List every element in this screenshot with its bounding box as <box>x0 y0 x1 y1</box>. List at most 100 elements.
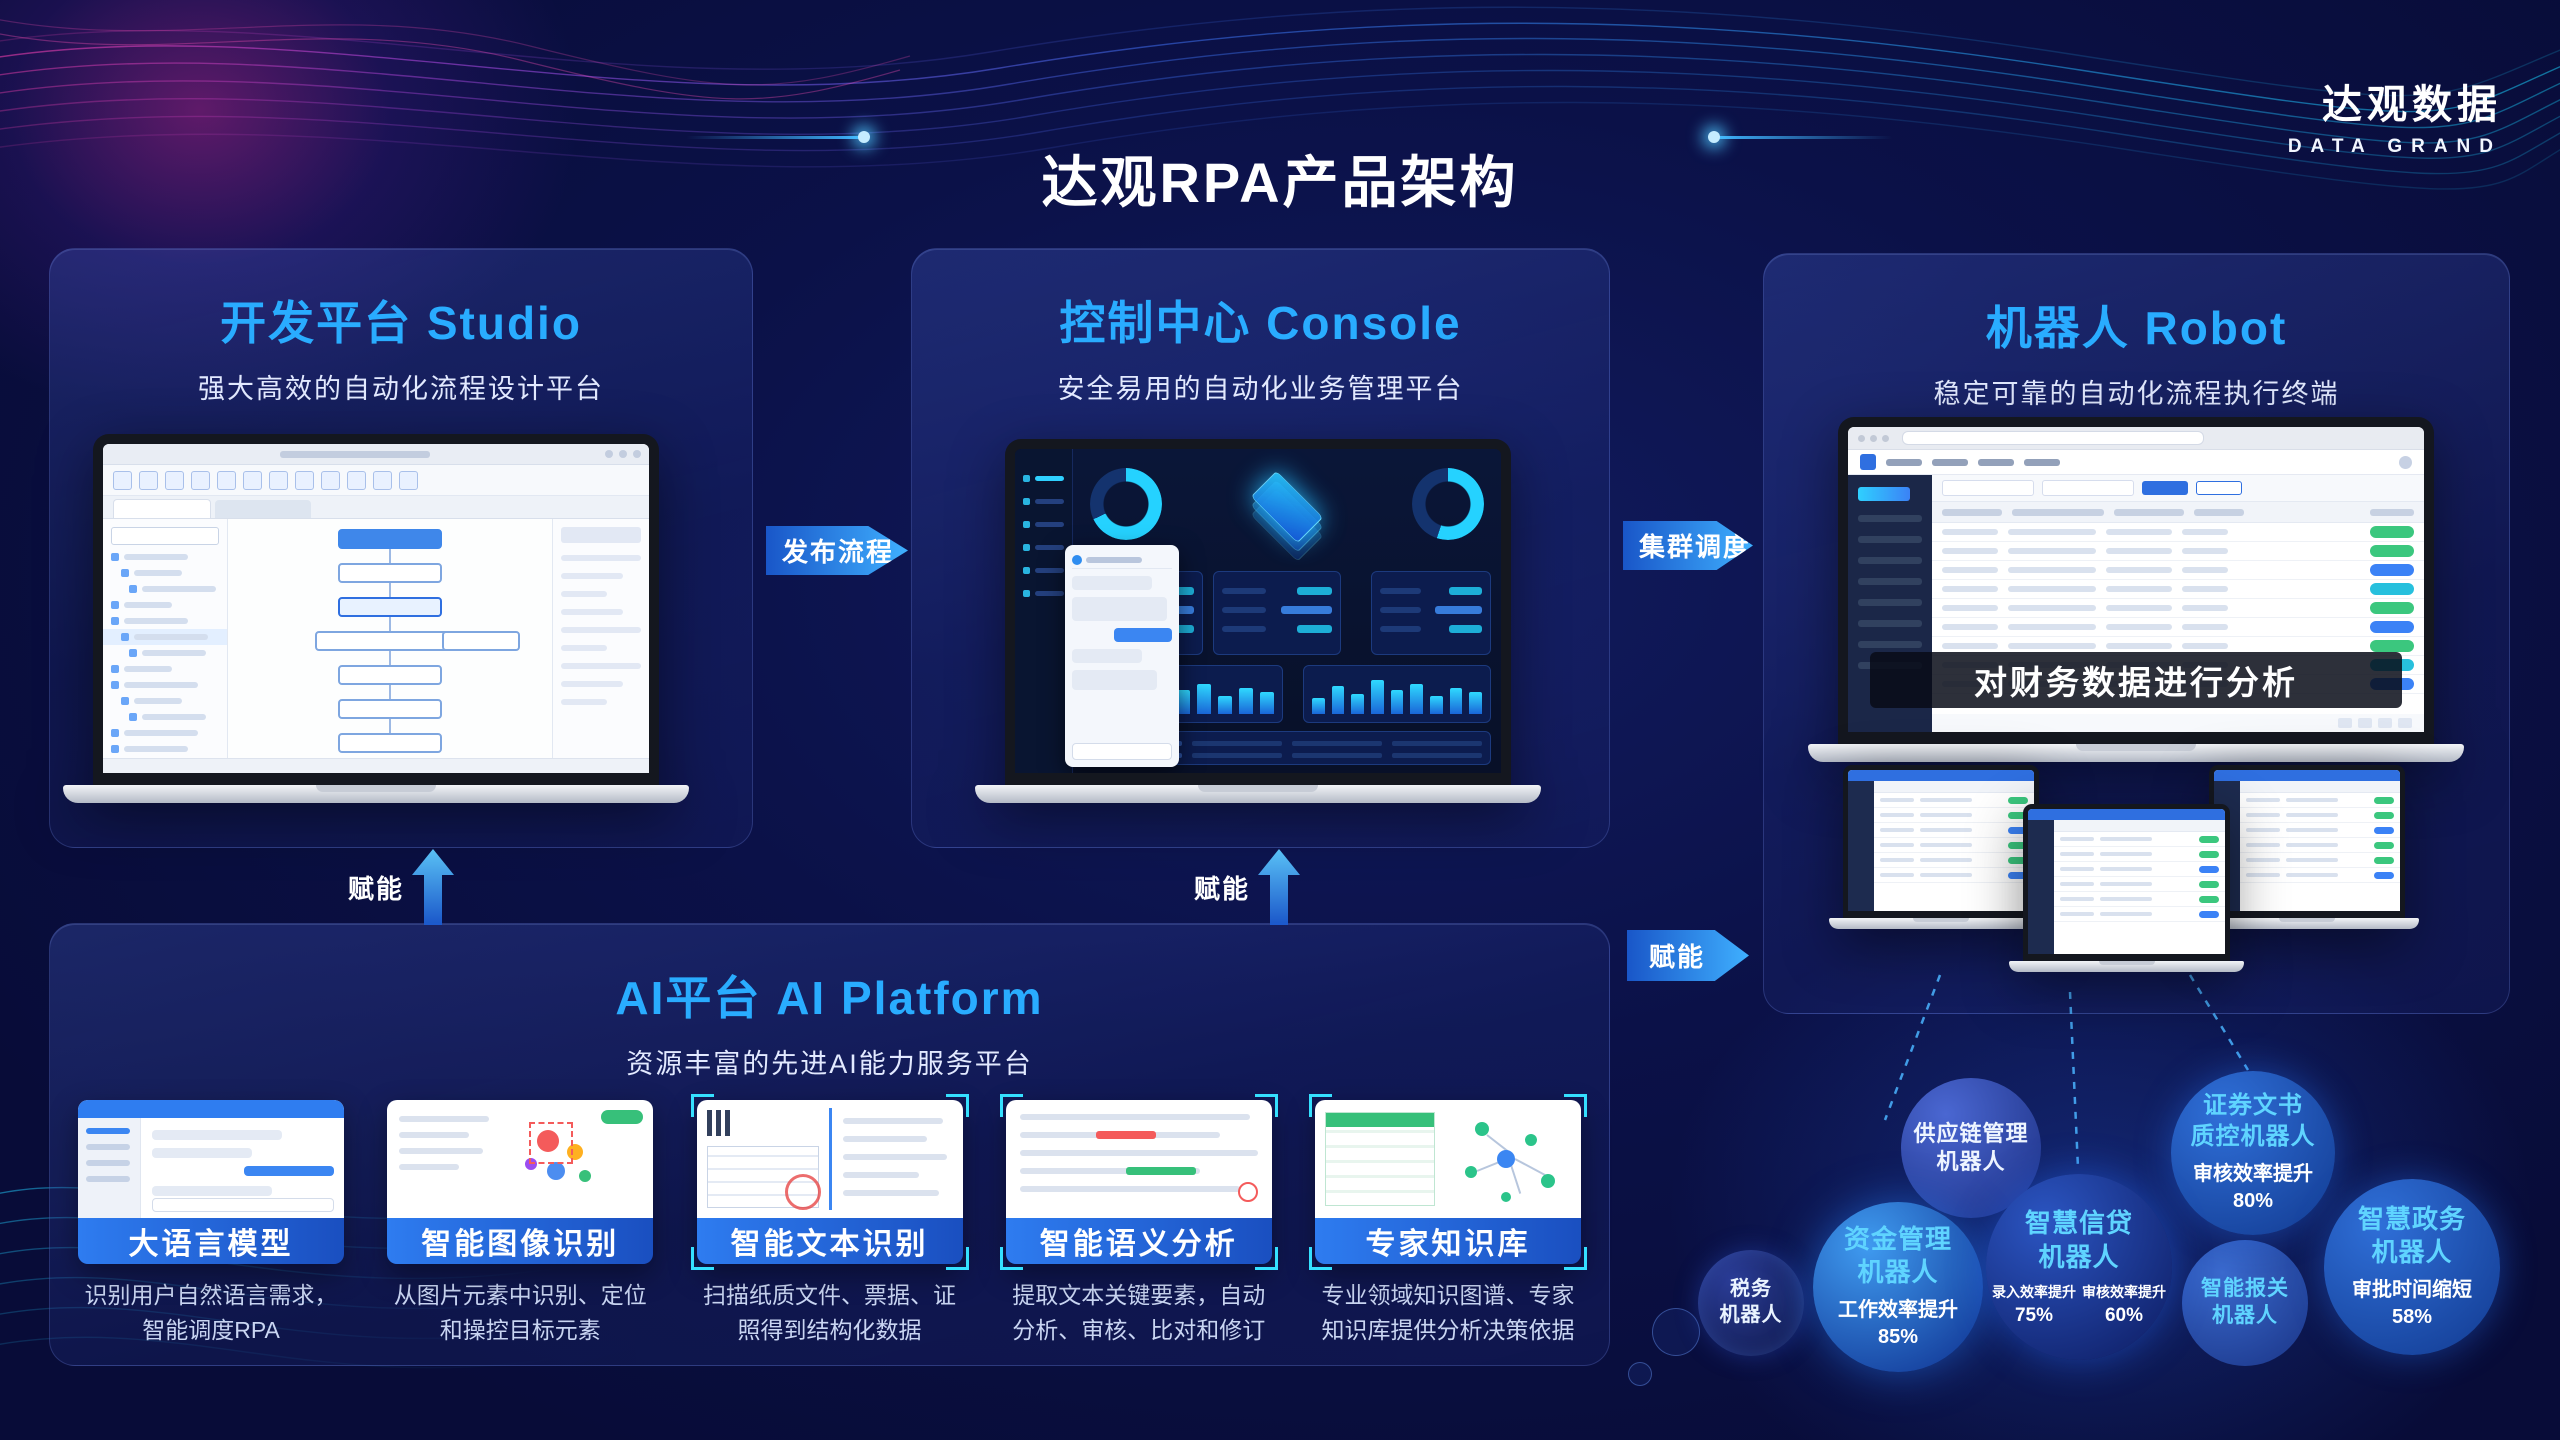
card-desc: 从图片元素中识别、定位和操控目标元素 <box>393 1282 647 1343</box>
decor-c-mrow <box>1023 590 1064 597</box>
decor-m-row <box>1874 823 2034 838</box>
qr-code-icon <box>706 1110 733 1136</box>
robot-laptop-mini-center <box>2009 804 2244 972</box>
scan-corner-icon <box>1564 1094 1587 1117</box>
decor <box>1858 487 1910 501</box>
scan-corner-icon <box>945 1247 969 1270</box>
scan-corner-icon <box>1309 1247 1332 1270</box>
decor-c-mrow <box>1023 544 1064 551</box>
arrow-label: 赋能 <box>1194 873 1251 904</box>
laptop-base <box>1808 744 2464 762</box>
mock-activity-tree-panel <box>103 519 228 758</box>
card-desc: 提取文本关键要素，自动分析、审核、比对和修订 <box>1012 1282 1266 1343</box>
robot-caption: 对财务数据进行分析 <box>1870 652 2402 708</box>
decor-c-bar <box>1469 692 1483 714</box>
decor-r-row <box>1932 561 2424 580</box>
decor <box>1942 480 2034 496</box>
decor-s-icn <box>191 470 210 490</box>
empower-arrow-console: 赋能 <box>1194 849 1301 925</box>
decor <box>1086 557 1142 563</box>
mock-tree <box>103 549 227 758</box>
decor-prop-row <box>561 573 623 579</box>
bubble-name: 供应链管理 机器人 <box>1913 1120 2029 1174</box>
flow-node <box>338 733 442 753</box>
scan-corner-icon <box>1254 1094 1278 1117</box>
decor <box>525 1158 538 1170</box>
decor <box>1019 1114 1250 1120</box>
decor-m-row <box>1874 853 2034 868</box>
decor-prop-row <box>561 555 641 561</box>
decor <box>842 1136 927 1142</box>
decor-b-srow <box>1858 641 1922 648</box>
bubble-name: 证券文书 质控机器人 <box>2190 1092 2316 1150</box>
decor-tree-row <box>103 597 227 613</box>
decor <box>1874 781 2034 793</box>
decor-s-icn <box>399 470 418 490</box>
decor-th-bar <box>2370 508 2414 516</box>
dashed-connector-lines <box>1883 974 2250 1169</box>
mock-titlebar <box>103 444 649 465</box>
decor-c-bar <box>1239 688 1253 714</box>
mini-screen-mock <box>1843 765 2039 918</box>
ai-card-semantic-analysis: 智能语义分析 提取文本关键要素，自动分析、审核、比对和修订 <box>999 1094 1278 1347</box>
decor-tree-row <box>103 741 227 757</box>
decor-m-row <box>2240 853 2400 868</box>
decor <box>2142 481 2188 495</box>
decor-c-bar <box>1351 694 1365 714</box>
decor-b-srow <box>1858 557 1922 564</box>
decor <box>78 1118 141 1218</box>
card-desc: 扫描纸质文件、票据、证照得到结构化数据 <box>703 1282 956 1343</box>
decor-c-mrow <box>1023 521 1064 528</box>
decor-r-row <box>1932 542 2424 561</box>
decor <box>1510 1164 1522 1194</box>
decor <box>842 1118 943 1124</box>
decor <box>2028 820 2054 954</box>
bubble-name: 智能报关 机器人 <box>2201 1277 2289 1327</box>
decor-c-srow <box>1380 587 1482 595</box>
decor <box>399 1116 490 1122</box>
cluster-schedule-arrow: 集群调度 <box>1623 521 1753 570</box>
studio-laptop <box>63 434 689 803</box>
avatar <box>2399 455 2412 469</box>
ai-card-knowledge-base: 专家知识库 专业领域知识图谱、专家知识库提供分析决策依据 <box>1309 1094 1587 1347</box>
llm-thumbnail <box>78 1100 344 1218</box>
decor <box>1848 770 2034 781</box>
decor <box>1497 1150 1515 1168</box>
decor-tree-row <box>103 677 227 693</box>
image-recognition-thumbnail <box>387 1100 654 1218</box>
console-title: 控制中心 Console <box>1059 297 1462 349</box>
decor-th-bar <box>2012 508 2104 516</box>
mock-properties-panel <box>552 519 649 758</box>
text-recognition-thumbnail <box>696 1100 963 1218</box>
decor <box>2358 718 2372 728</box>
decor <box>399 1132 470 1138</box>
decor <box>1886 458 1922 466</box>
studio-subtitle: 强大高效的自动化流程设计平台 <box>198 374 604 404</box>
decor <box>1019 1168 1200 1174</box>
robot-screen-mock: 对财务数据进行分析 <box>1838 417 2434 744</box>
decor-s-icn <box>373 470 392 490</box>
bubble-metric: 录入效率提升 75% <box>1992 1282 2076 1327</box>
card-label: 智能图像识别 <box>387 1218 654 1264</box>
decor-s-icn <box>113 470 132 490</box>
decor <box>86 1144 130 1150</box>
mock-dashboard-sidebar <box>1015 449 1073 773</box>
bubble-name: 税务 机器人 <box>1719 1278 1783 1326</box>
decor <box>1874 781 2034 911</box>
chat-bubble <box>1072 649 1142 663</box>
mock-properties-list <box>553 555 649 705</box>
decor <box>547 1162 566 1180</box>
decor-m-row <box>2240 823 2400 838</box>
flow-node <box>338 699 442 719</box>
mock-app-header <box>1848 450 2424 475</box>
console-subtitle: 安全易用的自动化业务管理平台 <box>1057 374 1464 404</box>
decor <box>78 1100 344 1118</box>
decor <box>2024 458 2060 466</box>
decor <box>1125 1167 1196 1175</box>
metric-value: 60% <box>2104 1304 2144 1326</box>
decor-tree-row <box>103 693 227 709</box>
bubble-metric: 审核效率提升 60% <box>2082 1282 2166 1327</box>
card-thumb: 专家知识库 <box>1309 1094 1587 1270</box>
decor <box>1019 1186 1240 1192</box>
